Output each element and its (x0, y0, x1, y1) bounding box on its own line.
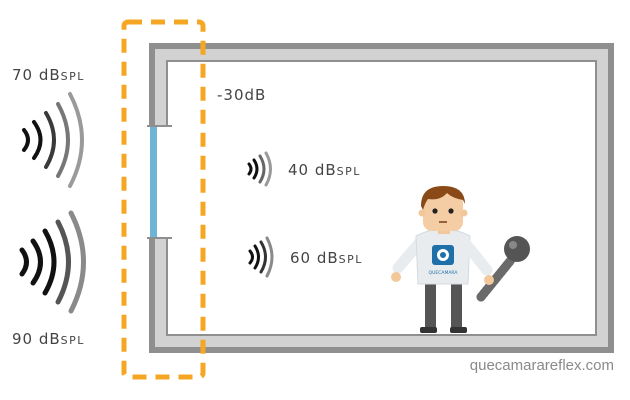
sound-wave-icon (19, 210, 86, 314)
outside-level-bottom-unit: SPL (60, 334, 85, 347)
room-walls (149, 43, 614, 353)
outside-level-top-unit: SPL (60, 70, 85, 83)
microphone-icon (476, 236, 530, 302)
outside-level-bottom-value: 90 dB (12, 330, 61, 348)
sound-wave-icon (247, 151, 272, 187)
inside-level-bottom-unit: SPL (338, 253, 363, 266)
outside-level-bottom-label: 90 dBSPL (12, 330, 85, 348)
attenuation-value: -30dB (217, 86, 267, 104)
outside-level-top-label: 70 dBSPL (12, 66, 85, 84)
person-icon: QUECAMARA (391, 186, 493, 333)
watermark: quecamarareflex.com (469, 357, 614, 374)
wall-highlight-box (121, 19, 206, 380)
sound-wave-icon (248, 236, 274, 278)
inside-level-top-value: 40 dB (288, 161, 337, 179)
inside-level-bottom-label: 60 dBSPL (290, 249, 363, 267)
outside-level-top-value: 70 dB (12, 66, 61, 84)
attenuation-label: -30dB (217, 86, 266, 104)
shirt-logo-text: QUECAMARA (429, 270, 459, 276)
inside-level-top-label: 40 dBSPL (288, 161, 361, 179)
sound-wave-icon (22, 92, 84, 188)
inside-level-bottom-value: 60 dB (290, 249, 339, 267)
window (147, 125, 172, 239)
inside-level-top-unit: SPL (336, 165, 361, 178)
